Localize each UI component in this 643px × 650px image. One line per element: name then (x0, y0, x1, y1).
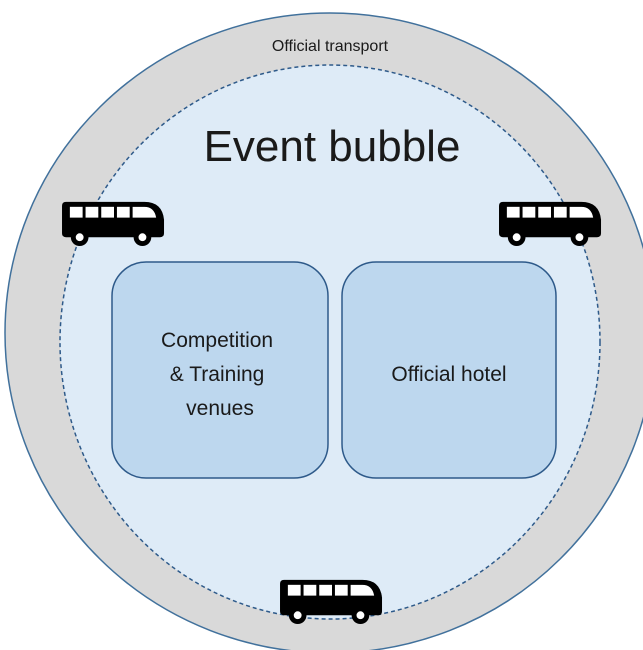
competition-venues-line-3: venues (186, 397, 254, 420)
competition-venues-label: Competition & Training venues (161, 329, 279, 420)
bubble-title: Event bubble (204, 122, 461, 171)
event-bubble-circle (59, 64, 601, 620)
official-hotel-label: Official hotel (391, 363, 506, 386)
competition-venues-line-2: & Training (170, 363, 265, 386)
official-hotel-box (341, 261, 557, 479)
competition-venues-line-1: Competition (161, 329, 273, 352)
outer-ring-label: Official transport (272, 38, 389, 55)
competition-venues-box (111, 261, 329, 479)
